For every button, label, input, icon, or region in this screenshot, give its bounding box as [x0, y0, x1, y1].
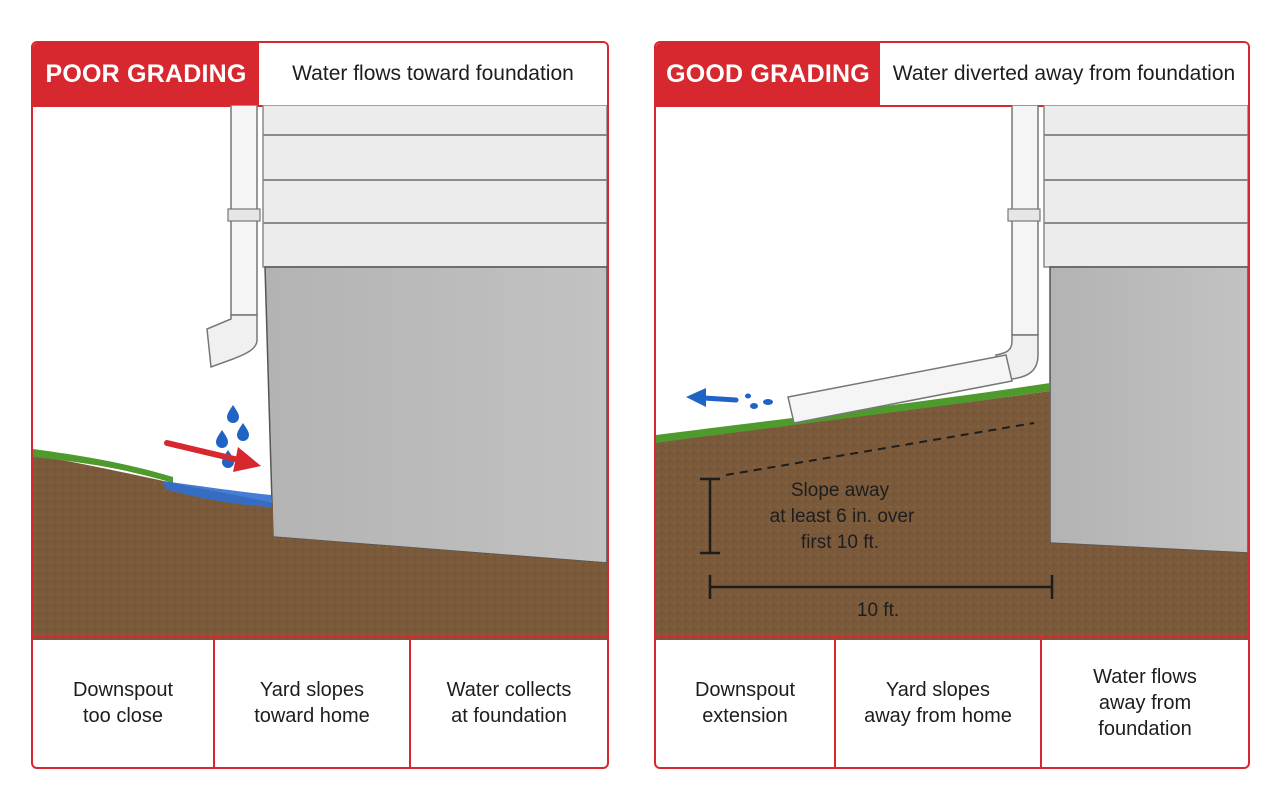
slope-note-line-2: at least 6 in. over: [770, 506, 915, 527]
poor-grading-label: POOR GRADING: [33, 43, 259, 105]
good-grading-header: GOOD GRADING Water diverted away from fo…: [656, 43, 1248, 107]
poor-grading-captions: Downspout too close Yard slopes toward h…: [33, 636, 607, 767]
good-grading-label: GOOD GRADING: [656, 43, 880, 105]
soil: [656, 391, 1248, 640]
rise-dimension: [700, 477, 720, 555]
caption-water-collects: Water collects at foundation: [409, 638, 607, 767]
downspout: [206, 105, 261, 369]
good-grading-description: Water diverted away from foundation: [892, 62, 1236, 85]
slope-note-line-3: first 10 ft.: [801, 532, 879, 553]
good-grading-illustration: Slope away at least 6 in. over first 10 …: [656, 105, 1248, 640]
soil: [33, 455, 607, 640]
downspout-extension: [787, 105, 1041, 424]
poor-grading-header: POOR GRADING Water flows toward foundati…: [33, 43, 607, 107]
caption-yard-slopes-away: Yard slopes away from home: [834, 638, 1040, 767]
foundation-wall: [1049, 266, 1248, 554]
water-drop-icon: [745, 393, 773, 409]
caption-downspout-too-close: Downspout too close: [72, 678, 174, 727]
grass: [656, 383, 1050, 443]
arrow-left-icon: [686, 388, 739, 407]
poor-grading-panel: POOR GRADING Water flows toward foundati…: [31, 41, 609, 769]
poor-grading-description: Water flows toward foundation: [292, 62, 574, 85]
arrow-right-icon: [164, 440, 261, 472]
poor-grading-illustration: [33, 105, 607, 640]
distance-dimension: [708, 575, 1054, 599]
caption-yard-slopes-toward-home: Yard slopes toward home: [213, 638, 409, 767]
level-reference-line: [725, 422, 1035, 476]
distance-label: 10 ft.: [857, 600, 899, 621]
caption-water-flows-away: Water flows away from foundation: [1040, 638, 1248, 767]
good-grading-panel: GOOD GRADING Water diverted away from fo…: [654, 41, 1250, 769]
foundation-wall: [264, 266, 607, 564]
caption-downspout-extension: Downspout extension: [694, 678, 796, 727]
water-puddle: [163, 481, 271, 507]
slope-note-line-1: Slope away: [791, 480, 890, 501]
grass: [33, 449, 173, 483]
house-siding: [262, 105, 607, 268]
house-siding: [1043, 105, 1248, 268]
good-grading-captions: Downspout extension Yard slopes away fro…: [656, 636, 1248, 767]
